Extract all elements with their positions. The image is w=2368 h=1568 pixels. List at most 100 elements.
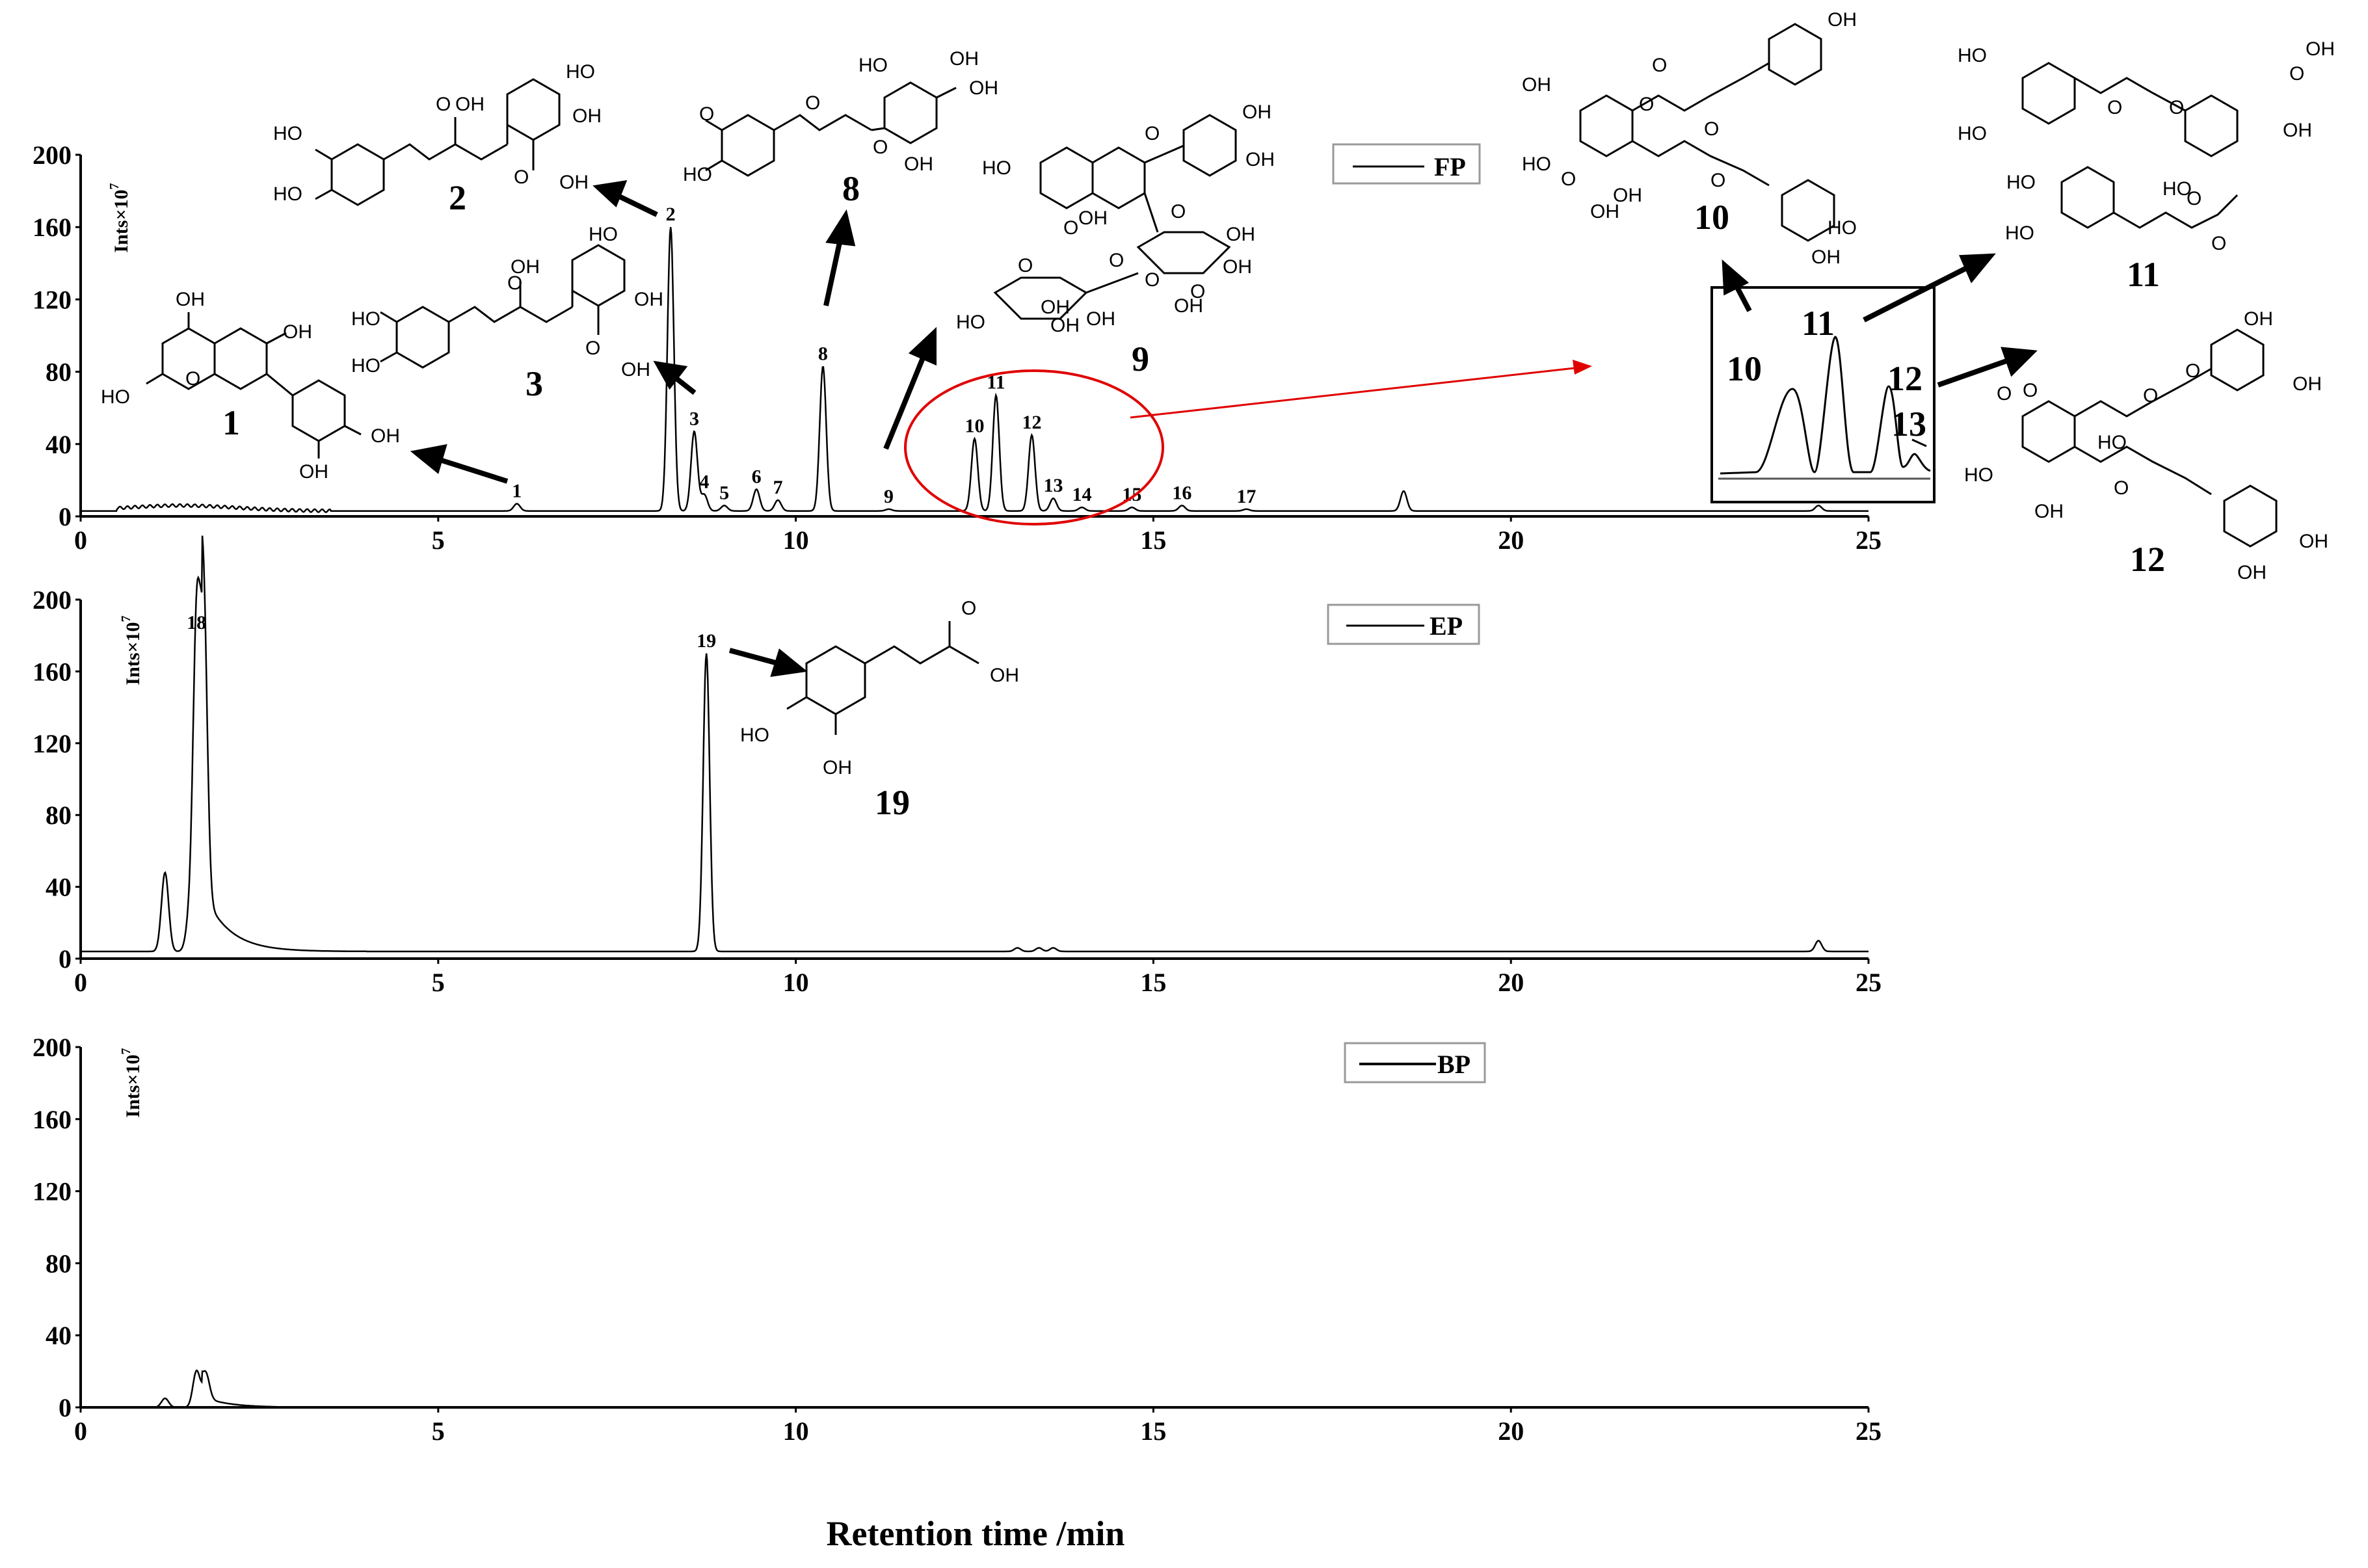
structure-10-group-label: O — [1704, 118, 1719, 140]
structure-9-group-label: HO — [956, 312, 985, 333]
ring-8b — [883, 81, 938, 144]
structure-8-group-label: HO — [683, 164, 712, 185]
structure-9 — [993, 114, 1237, 320]
trace-bp — [81, 1369, 1869, 1409]
structure-11-group-label: HO — [2162, 178, 2192, 200]
x-tick-label: 0 — [74, 968, 87, 997]
structure-10-group-label: HO — [1828, 217, 1857, 239]
structure-8-group-label: OH — [904, 153, 933, 175]
arrow-to-3 — [674, 376, 697, 395]
structure-12-group-label: O — [2185, 360, 2200, 382]
structure-9-group-label: OH — [1078, 207, 1108, 229]
structure-9-group-label: O — [1171, 201, 1186, 222]
ring-9b — [1091, 146, 1146, 209]
y-tick-label: 80 — [46, 801, 72, 830]
ring-10b — [1768, 23, 1822, 86]
structure-11-group-label: O — [2289, 63, 2304, 85]
ring-8a — [721, 114, 775, 177]
structure-8-group-label: O — [873, 137, 888, 158]
structure-10-group-label: O — [1639, 94, 1654, 115]
arrowhead-10 — [1722, 259, 1749, 296]
trace-fp — [81, 227, 1869, 513]
structure-12-group-label: OH — [2237, 562, 2267, 583]
bond-8c — [705, 159, 723, 172]
structure-12 — [2021, 328, 2278, 548]
y-tick-label: 0 — [59, 944, 72, 974]
structure-10-group-label: O — [1710, 170, 1725, 191]
ring-1c — [291, 379, 346, 442]
arrow-to-1 — [434, 456, 509, 484]
highlight-arrow — [1130, 366, 1581, 419]
arrowhead-11 — [1959, 253, 1996, 284]
y-tick-label: 160 — [33, 1105, 72, 1134]
structure-19-group-label: OH — [823, 757, 852, 778]
x-tick-label: 5 — [432, 1416, 445, 1446]
arrowhead-3 — [653, 360, 688, 390]
arrow-to-12 — [1937, 358, 2010, 388]
ring-11a — [2021, 62, 2076, 125]
bond-9c — [1085, 272, 1139, 294]
y-axis-label-fp: Ints×107 — [107, 183, 132, 252]
inset-label-12: 12 — [1887, 359, 1922, 398]
y-tick-label: 120 — [33, 729, 72, 758]
compound-label-12: 12 — [2130, 540, 2165, 579]
structure-12-group-label: OH — [2034, 501, 2064, 522]
ring-12b — [2210, 328, 2265, 392]
y-tick-label: 0 — [59, 502, 72, 531]
structure-9-group-label: OH — [1050, 315, 1080, 336]
bond-8a — [871, 127, 885, 131]
structure-12-group-label: O — [2114, 477, 2129, 499]
structure-10-group-label: O — [1561, 168, 1576, 190]
structures — [146, 23, 2278, 735]
chain-19 — [864, 645, 979, 665]
structure-8-group-label: O — [805, 92, 820, 114]
structure-9-group-label: OH — [1242, 101, 1271, 123]
peak-label: 18 — [187, 612, 206, 633]
structure-3 — [380, 244, 626, 369]
peak-label: 12 — [1022, 412, 1041, 433]
y-axis-label-bp: Ints×107 — [119, 1048, 144, 1117]
peak-label: 6 — [752, 466, 762, 487]
structure-11-group-label: HO — [1958, 45, 1987, 66]
compound-label-2: 2 — [449, 178, 466, 217]
peak-label: 2 — [666, 204, 676, 225]
x-tick-label: 0 — [74, 1416, 87, 1446]
legend-ep — [1327, 604, 1480, 645]
highlight-ellipse — [904, 369, 1164, 525]
bond-1 — [266, 373, 293, 397]
bond-1d — [146, 373, 163, 385]
ring-2b — [506, 78, 561, 141]
bond-8d — [936, 86, 957, 99]
arrow-to-9 — [883, 355, 926, 450]
x-tick-label: 10 — [783, 1416, 809, 1446]
bond-9b — [1143, 193, 1159, 233]
bond-3e — [380, 351, 397, 363]
structure-1 — [146, 312, 362, 458]
peak-label: 16 — [1172, 482, 1191, 503]
structure-8-group-label: HO — [858, 55, 888, 76]
structure-arrows — [410, 179, 2038, 677]
peak-label: 1 — [512, 481, 522, 502]
inset-label-11: 11 — [1802, 304, 1835, 343]
structure-3-group-label: OH — [634, 289, 663, 310]
arrowhead-8 — [825, 209, 856, 246]
structure-10-group-label: OH — [1590, 201, 1619, 222]
structure-3-group-label: O — [507, 272, 522, 294]
structure-11 — [2021, 62, 2239, 229]
ring-9a — [1039, 146, 1094, 209]
bond-1e — [344, 425, 362, 436]
structure-19 — [786, 621, 979, 735]
chain-2 — [383, 143, 508, 161]
peak-label: 19 — [697, 630, 716, 652]
x-tick-label: 25 — [1856, 1416, 1882, 1446]
structure-8 — [705, 81, 957, 177]
x-tick-label: 20 — [1498, 525, 1524, 555]
bond-2d — [315, 148, 332, 161]
y-tick-label: 160 — [33, 213, 72, 242]
